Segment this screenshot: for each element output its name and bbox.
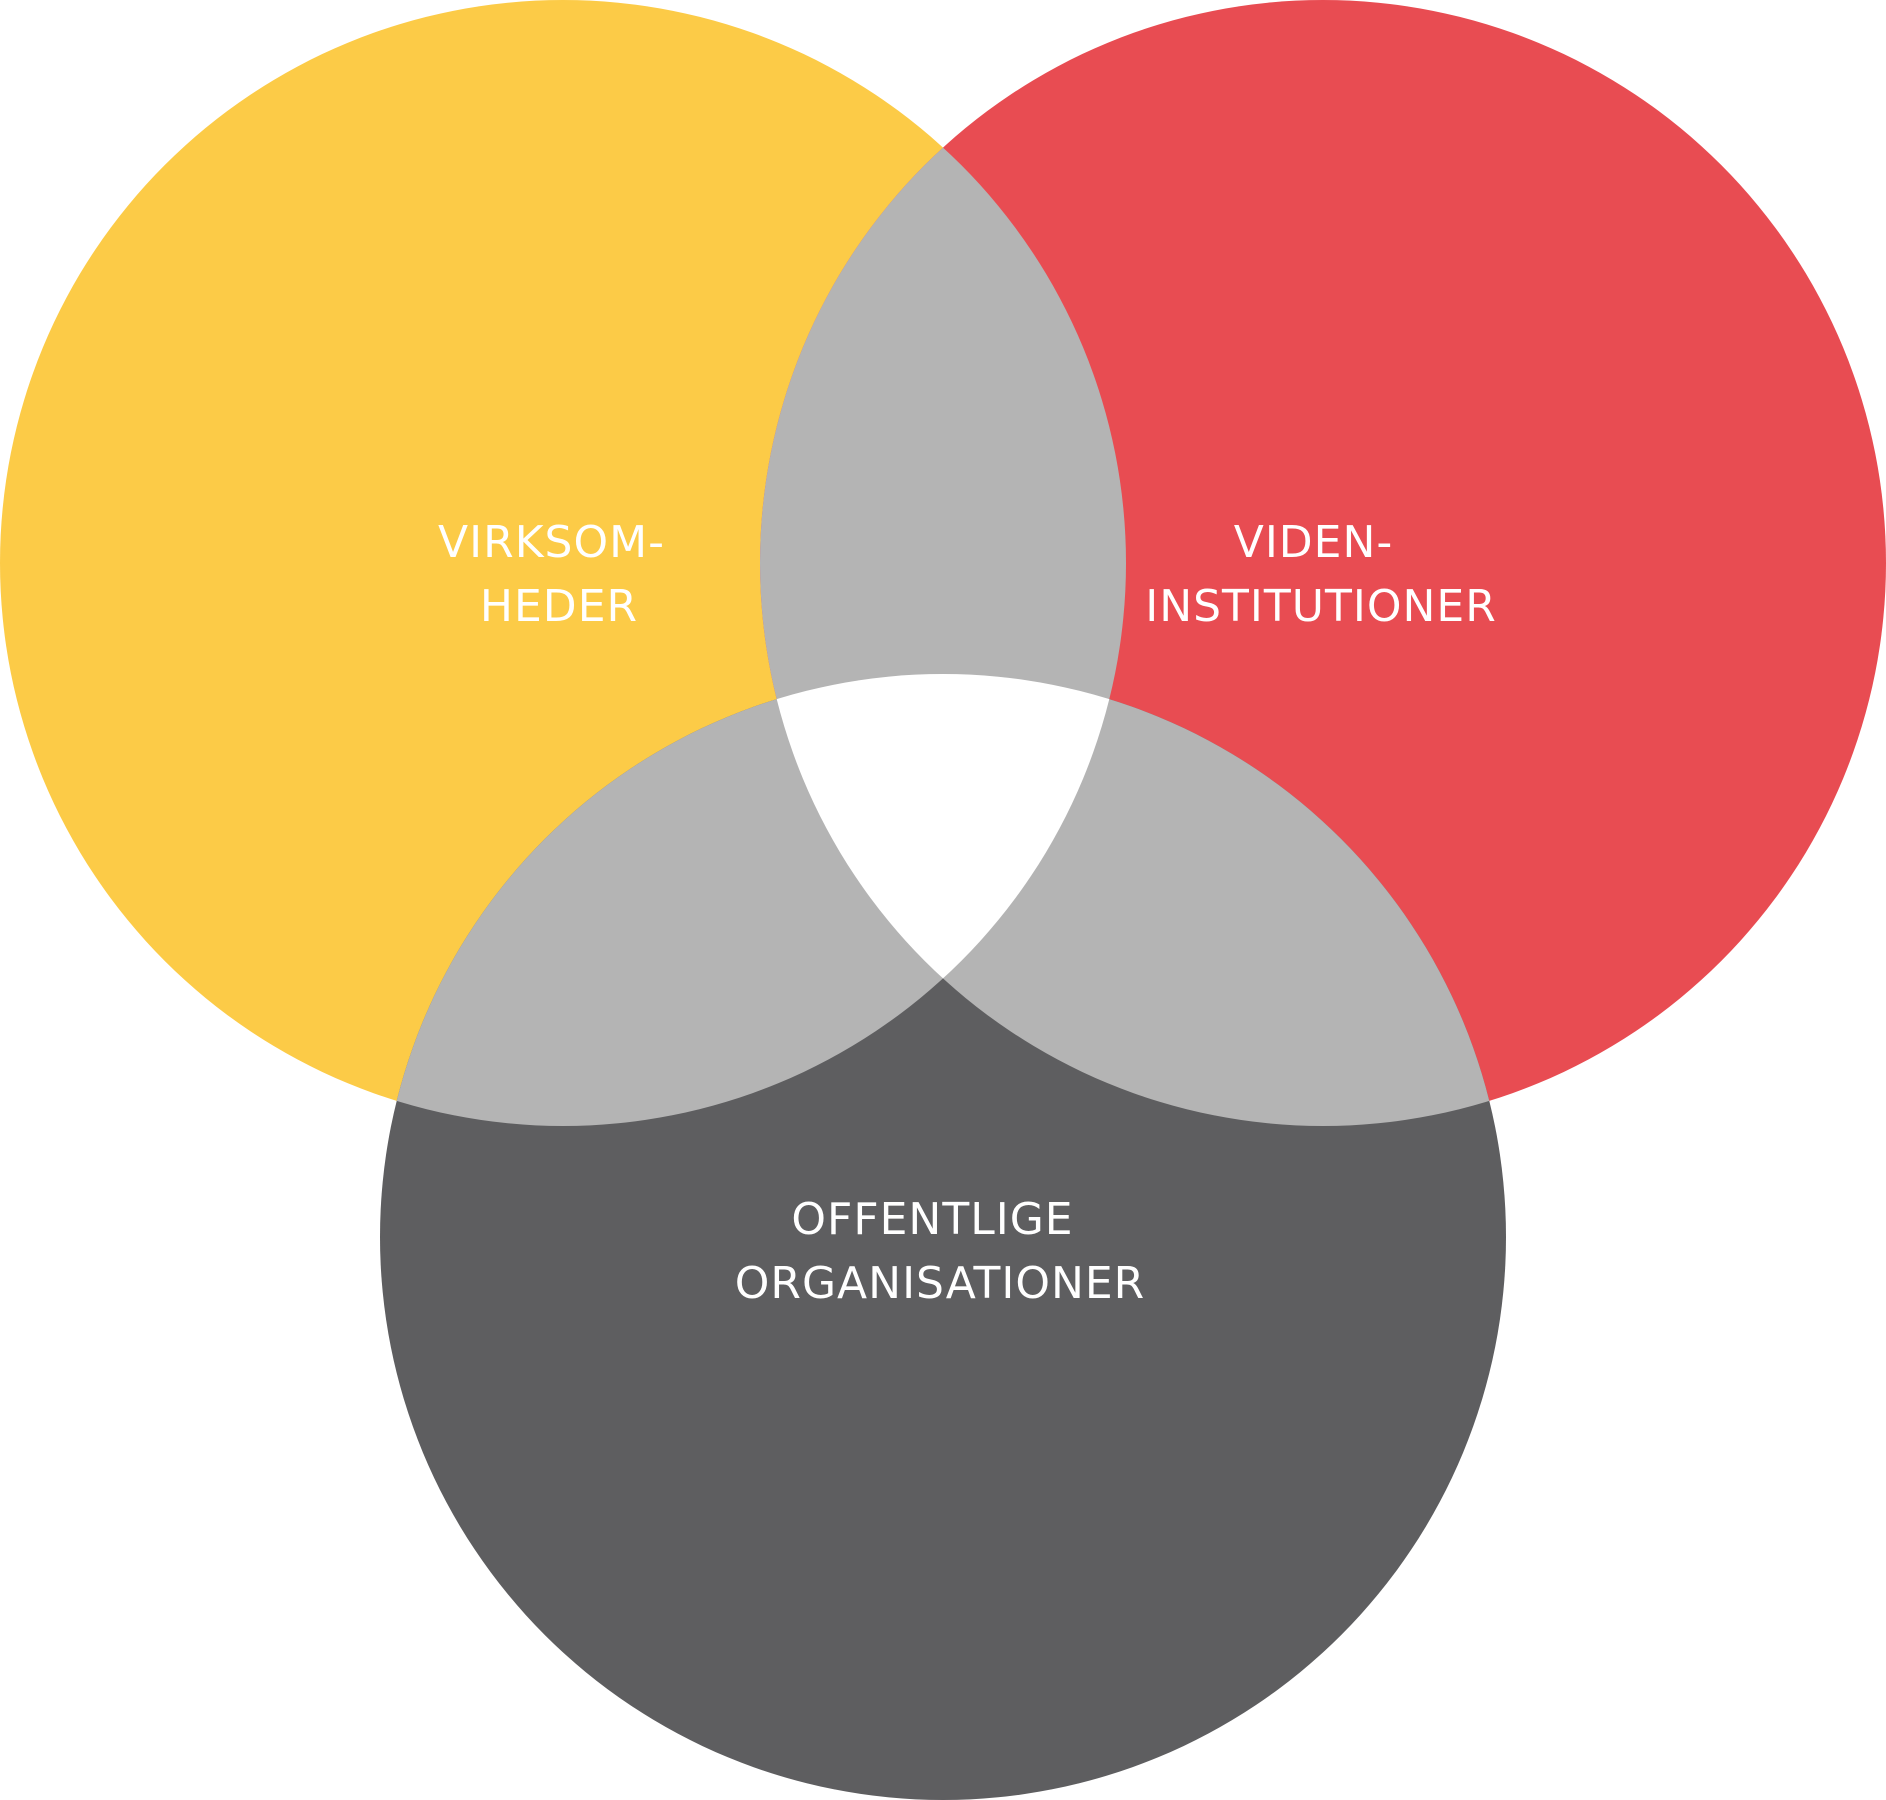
label-offentlige-organisationer: OFFENTLIGE ORGANISATIONER [735, 1194, 1146, 1309]
label-videninstitutioner: VIDEN- INSTITUTIONER [1145, 517, 1497, 632]
label-virksomheder-line-2: HEDER [480, 581, 638, 632]
label-virksomheder-line-1: VIRKSOM- [438, 517, 665, 568]
overlap-virksomheder-offentlige [380, 674, 1126, 1126]
label-videninstitutioner-line-1: VIDEN- [1234, 517, 1394, 568]
label-videninstitutioner-line-2: INSTITUTIONER [1145, 581, 1497, 632]
label-virksomheder: VIRKSOM- HEDER [438, 517, 680, 632]
label-offentlige-line-1: OFFENTLIGE [791, 1194, 1073, 1245]
label-offentlige-line-2: ORGANISATIONER [735, 1258, 1146, 1309]
overlap-videninstitutioner-offentlige [760, 674, 1506, 1126]
